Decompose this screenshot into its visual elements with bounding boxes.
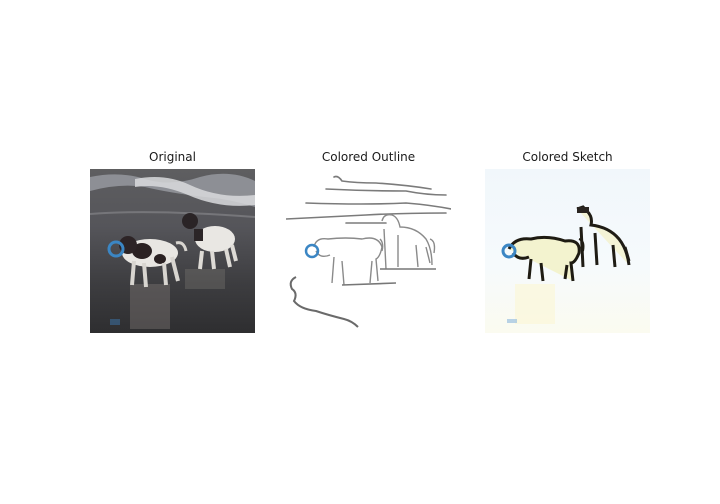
dog-reflection — [130, 284, 170, 329]
dog-left — [119, 236, 188, 288]
dog-head-sketch — [577, 207, 589, 213]
dog-reflection — [185, 269, 225, 289]
frisbee-outline — [304, 243, 320, 259]
wave-foam — [90, 173, 255, 207]
dog-right — [182, 213, 238, 270]
original-photo — [90, 169, 255, 333]
outline-title: Colored Outline — [321, 150, 416, 164]
outline-image — [286, 169, 451, 333]
frisbee — [107, 240, 125, 258]
dog-right-outline — [381, 213, 436, 270]
frisbee-sketch — [501, 243, 517, 259]
frisbee-reflection — [110, 319, 120, 325]
sketch-reflection — [515, 284, 555, 324]
original-title: Original — [149, 150, 196, 164]
dog-left-outline — [313, 237, 384, 286]
original-photo-drawing — [90, 169, 255, 333]
shoreline — [90, 211, 255, 218]
sketch-image — [485, 169, 650, 333]
shore-curve — [289, 276, 359, 328]
frisbee-reflection-sketch — [507, 319, 517, 323]
wave-crest — [135, 177, 255, 206]
wave-contours — [286, 175, 451, 224]
outline-drawing — [286, 169, 451, 333]
ground-lines — [341, 268, 436, 286]
sketch-drawing — [485, 169, 650, 333]
sketch-title: Colored Sketch — [522, 150, 613, 164]
dog-right-sketch — [576, 205, 631, 268]
